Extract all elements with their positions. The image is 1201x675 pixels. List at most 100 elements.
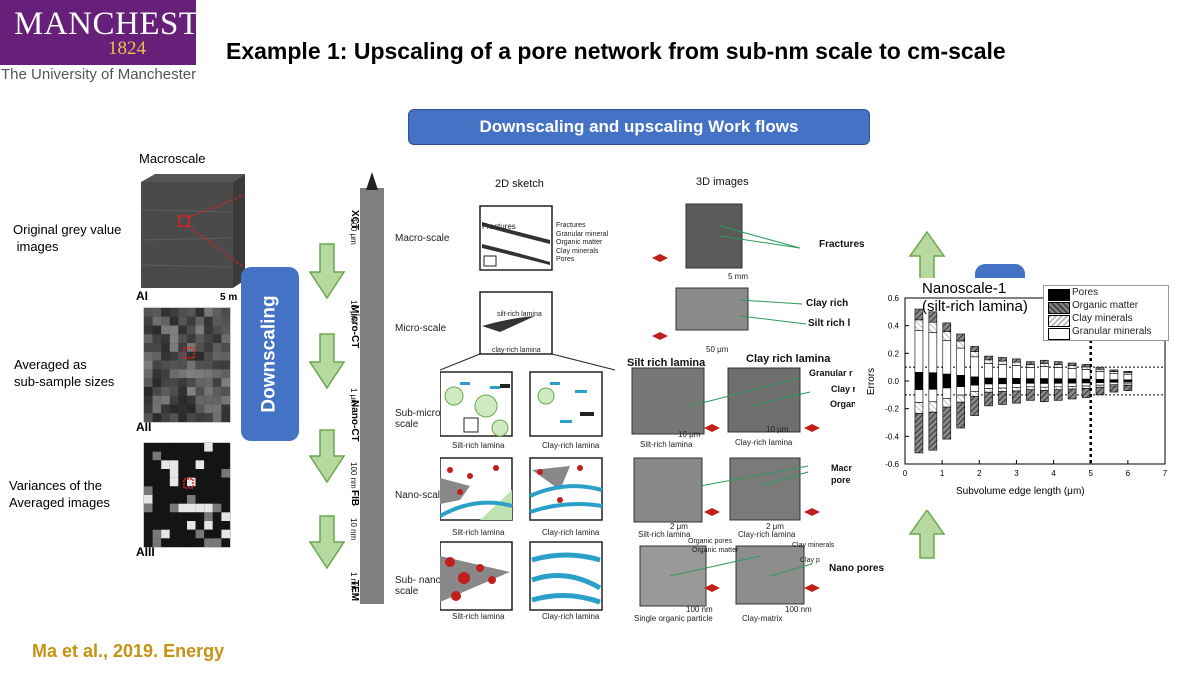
pixel-cell: [204, 360, 213, 370]
x-tick-label: 6: [1126, 469, 1131, 478]
chart-title-2: (silt-rich lamina): [922, 298, 1028, 315]
pixel-cell: [169, 538, 179, 548]
pixel-cell: [161, 443, 170, 452]
x-tick-label: 1: [940, 469, 945, 478]
pixel-cell: [212, 486, 222, 496]
img-scale-100nm-a: 100 nm: [686, 605, 713, 614]
scale-range-0: 100 μm: [349, 218, 358, 245]
pixel-cell: [161, 503, 170, 513]
error-bar-lower: [928, 411, 938, 451]
down-arrow-icon: [308, 429, 346, 484]
error-bar-upper: [1026, 367, 1035, 379]
error-bar-upper: [1095, 368, 1105, 372]
pixel-cell: [187, 521, 196, 530]
error-bar-upper: [970, 346, 979, 352]
pixel-cell: [178, 395, 187, 405]
pixel-cell: [204, 460, 213, 470]
pixel-cell: [161, 477, 170, 487]
pixel-cell: [144, 529, 153, 539]
error-bar-lower: [984, 380, 993, 385]
pixel-cell: [195, 316, 205, 326]
pixel-cell: [212, 477, 222, 487]
pixel-cell: [152, 443, 162, 452]
pixel-cell: [169, 460, 179, 470]
error-bar-upper: [1026, 361, 1035, 365]
pixel-cell: [178, 325, 187, 335]
pixel-cell: [195, 451, 205, 461]
pixel-cell: [187, 334, 196, 344]
ann-clay-m: Clay r: [831, 384, 857, 394]
error-bar-upper: [1012, 361, 1021, 366]
pixel-cell: [152, 360, 162, 370]
error-bar-upper: [942, 340, 952, 375]
workflow-banner: Downscaling and upscaling Work flows: [408, 109, 870, 145]
pixel-cell: [144, 477, 153, 487]
pixel-cell: [221, 413, 230, 423]
pixel-cell: [187, 486, 196, 496]
error-bar-lower: [956, 380, 966, 387]
error-bar-lower: [942, 387, 952, 399]
pixel-cell: [221, 386, 230, 396]
error-bar-upper: [914, 319, 924, 331]
error-bar-lower: [1026, 383, 1035, 388]
rock-block-ai: [140, 174, 245, 288]
pixel-cell: [144, 413, 153, 423]
pixel-cell: [152, 395, 162, 405]
pixel-cell: [178, 351, 187, 361]
pixel-cell: [221, 404, 230, 414]
university-logo: [0, 0, 196, 65]
sketch-legend: Fractures Granular mineral Organic matte…: [556, 222, 608, 265]
ann-macro-pores: Macr pore: [831, 463, 853, 485]
pixel-cell: [187, 469, 196, 478]
pixel-cell: [221, 360, 230, 370]
row-macro: Macro-scale: [395, 233, 450, 244]
row-micro: Micro-scale: [395, 323, 447, 334]
pixel-cell: [221, 378, 230, 387]
pixel-cell: [169, 477, 179, 487]
pixel-cell: [161, 395, 170, 405]
pixel-cell: [204, 334, 213, 344]
pixel-cell: [204, 538, 213, 548]
error-bar-upper: [1053, 361, 1063, 365]
pixel-cell: [195, 369, 205, 379]
error-bar-lower: [1012, 380, 1021, 384]
pixel-cell: [187, 395, 196, 405]
error-bar-upper: [1095, 371, 1105, 380]
tag-ai: AI: [136, 289, 148, 303]
subnano-clay-label: Clay-rich lamina: [542, 612, 600, 621]
pixel-cell: [221, 325, 230, 335]
error-bar-lower: [998, 383, 1007, 389]
error-bar-upper: [1109, 369, 1119, 372]
pixel-cell: [144, 369, 153, 379]
down-arrow-icon: [308, 515, 346, 570]
error-bar-upper: [956, 347, 966, 376]
pixel-cell: [195, 413, 205, 423]
zoom-lines: [187, 195, 243, 267]
pixel-cell: [169, 316, 179, 326]
pixel-cell: [187, 529, 196, 539]
pixel-cell: [152, 495, 162, 504]
pixel-cell: [221, 451, 230, 461]
error-bar-lower: [1081, 382, 1091, 387]
variances-label: Variances of the Averaged images: [9, 478, 110, 510]
x-tick-label: 2: [977, 469, 982, 478]
scale-range-4: 10 nm: [349, 518, 358, 541]
pixel-cell: [178, 521, 187, 530]
chart-title-1: Nanoscale-1: [922, 280, 1007, 297]
pixel-cell: [152, 529, 162, 539]
pixel-cell: [195, 343, 205, 352]
error-bar-lower: [914, 389, 924, 403]
pixel-cell: [178, 360, 187, 370]
pixel-cell: [195, 512, 205, 522]
sub-clay-label: Clay-rich lamina: [542, 441, 600, 450]
pixel-cell: [187, 386, 196, 396]
error-bar-lower: [984, 391, 993, 407]
scale-5m: 5 m: [220, 292, 238, 303]
pixel-cell: [178, 529, 187, 539]
ann-organ: Organ: [830, 399, 857, 409]
pixel-cell: [187, 404, 196, 414]
error-bar-upper: [1039, 359, 1049, 364]
pixel-cell: [212, 413, 222, 423]
img-clay-rich-a: Clay-rich lamina: [735, 438, 793, 447]
pixel-cell: [144, 460, 153, 470]
